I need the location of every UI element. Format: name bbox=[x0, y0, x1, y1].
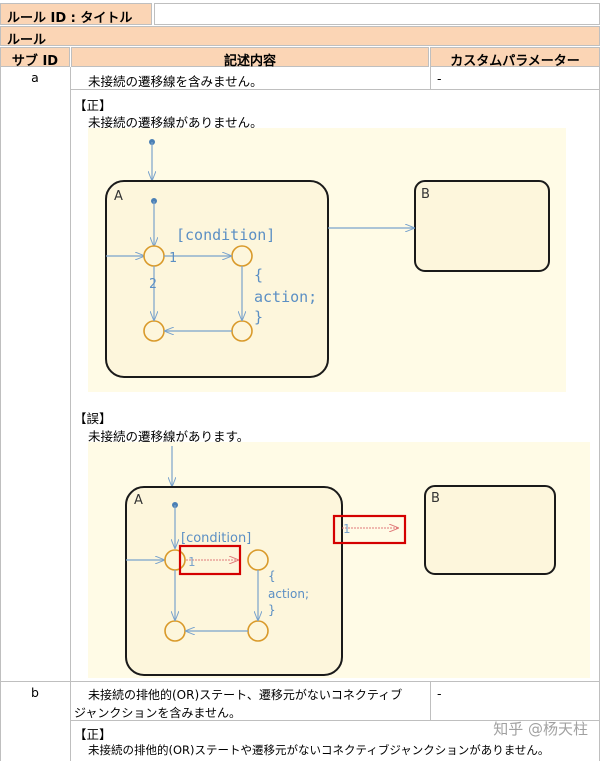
order-2-label: 1 bbox=[188, 555, 195, 569]
watermark: 知乎 @杨天柱 bbox=[493, 720, 588, 738]
action-open-brace: { bbox=[268, 569, 276, 583]
grid-line bbox=[70, 720, 600, 721]
action-open-brace: { bbox=[254, 266, 263, 284]
condition-label: [condition] bbox=[181, 531, 251, 546]
order-1-label-b: 1 bbox=[343, 522, 350, 536]
rule-id-title-header: ルール ID : タイトル bbox=[0, 3, 152, 26]
state-b bbox=[414, 180, 550, 272]
junction-4 bbox=[247, 620, 269, 642]
grid-line bbox=[70, 67, 71, 761]
row-b-correct-text: 未接続の排他的(OR)ステートや遷移元がないコネクティブジャンクションがありませ… bbox=[88, 743, 550, 757]
state-a bbox=[125, 486, 343, 676]
column-custom-params: カスタムパラメーター bbox=[430, 47, 600, 69]
junction-2 bbox=[247, 549, 269, 571]
junction-1 bbox=[143, 245, 165, 267]
row-a-correct-label: 【正】 bbox=[74, 98, 112, 113]
state-b-label: B bbox=[421, 187, 430, 202]
action-close-brace: } bbox=[254, 308, 263, 326]
state-b bbox=[424, 485, 556, 575]
junction-1 bbox=[164, 549, 186, 571]
highlight-box-junction bbox=[178, 544, 242, 576]
junction-3 bbox=[143, 320, 165, 342]
row-b-correct-label: 【正】 bbox=[74, 727, 112, 742]
highlight-box-b bbox=[332, 514, 407, 545]
junction-2 bbox=[231, 245, 253, 267]
row-a-custom-params: - bbox=[437, 71, 442, 86]
condition-label: [condition] bbox=[176, 226, 275, 244]
row-b-description-line1: 未接続の排他的(OR)ステート、遷移元がないコネクティブ bbox=[88, 688, 403, 702]
row-b-sub-id: b bbox=[31, 685, 39, 700]
state-b-label: B bbox=[431, 491, 440, 506]
column-description-label: 記述内容 bbox=[223, 54, 276, 69]
order-2-label: 2 bbox=[149, 277, 157, 292]
state-a-label: A bbox=[114, 189, 123, 204]
rule-label: ルール bbox=[7, 33, 47, 48]
column-sub-id-label: サブ ID bbox=[11, 54, 59, 69]
grid-line bbox=[430, 682, 431, 720]
grid-line bbox=[0, 67, 1, 761]
state-a-label: A bbox=[134, 493, 143, 508]
row-a-wrong-text: 未接続の遷移線があります。 bbox=[88, 429, 250, 444]
junction-4 bbox=[231, 320, 253, 342]
action-close-brace: } bbox=[268, 603, 276, 617]
action-label: action; bbox=[254, 288, 317, 306]
column-custom-params-label: カスタムパラメーター bbox=[450, 54, 580, 69]
row-b-custom-params: - bbox=[437, 686, 442, 701]
state-a bbox=[105, 180, 329, 378]
correct-stateflow-diagram: A B [condition] 1 2 { action; } bbox=[88, 128, 566, 392]
grid-line bbox=[430, 67, 431, 89]
rule-id-title-label: ルール ID : タイトル bbox=[7, 11, 133, 26]
junction-3 bbox=[164, 620, 186, 642]
grid-line bbox=[70, 89, 600, 90]
column-description: 記述内容 bbox=[71, 47, 429, 69]
wrong-stateflow-diagram: A B 1 1 [condition] { action; } bbox=[88, 442, 590, 678]
rule-id-title-value bbox=[154, 3, 600, 25]
row-b-description-line2: ジャンクションを含みません。 bbox=[74, 706, 242, 720]
action-label: action; bbox=[268, 587, 309, 601]
column-sub-id: サブ ID bbox=[0, 47, 70, 69]
row-a-correct-text: 未接続の遷移線がありません。 bbox=[88, 115, 263, 130]
grid-line bbox=[0, 681, 600, 682]
order-1-label: 1 bbox=[169, 251, 177, 266]
rule-header: ルール bbox=[0, 26, 600, 48]
row-a-description: 未接続の遷移線を含みません。 bbox=[88, 74, 263, 89]
row-a-wrong-label: 【誤】 bbox=[74, 411, 112, 426]
row-a-sub-id: a bbox=[31, 70, 39, 85]
